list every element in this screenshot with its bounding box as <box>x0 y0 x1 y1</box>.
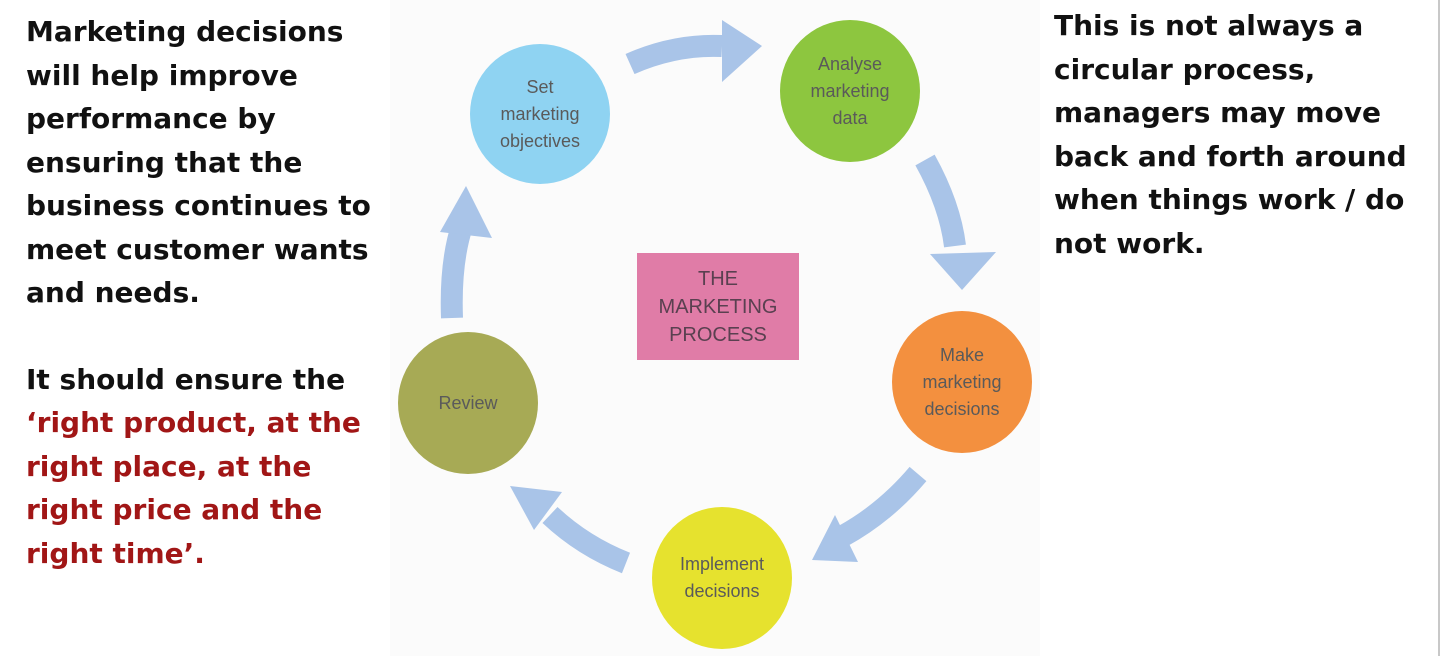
left-text-panel: Marketing decisions will help improve pe… <box>26 10 396 575</box>
node-implement-decisions: Implement decisions <box>652 507 792 649</box>
node-review: Review <box>398 332 538 474</box>
node-analyse-data-label: Analyse marketing data <box>810 53 890 128</box>
node-analyse-data: Analyse marketing data <box>780 20 920 162</box>
node-make-decisions-label: Make marketing decisions <box>922 344 1002 419</box>
arrowhead-3 <box>812 515 858 562</box>
arrow-review-to-objectives <box>440 222 473 319</box>
center-marketing-process-label: THE MARKETING PROCESS <box>658 267 778 346</box>
circular-note-paragraph: This is not always a circular process, m… <box>1054 9 1407 260</box>
node-make-decisions: Make marketing decisions <box>892 311 1032 453</box>
arrowhead-1 <box>722 20 762 82</box>
arrow-decisions-to-implement <box>837 466 927 546</box>
arrowhead-2 <box>930 252 996 290</box>
arrow-analyse-to-decisions <box>915 154 966 248</box>
arrow-implement-to-review <box>542 506 631 574</box>
node-implement-decisions-label: Implement decisions <box>679 554 765 601</box>
node-set-objectives: Set marketing objectives <box>470 44 610 184</box>
ensure-prefix: It should ensure the <box>26 362 346 396</box>
node-review-label: Review <box>438 392 498 413</box>
arrowhead-5 <box>440 186 492 238</box>
arrow-objectives-to-analyse <box>625 34 723 75</box>
center-marketing-process-box: THE MARKETING PROCESS <box>637 253 799 360</box>
right-text-panel: This is not always a circular process, m… <box>1054 4 1434 265</box>
arrowhead-4 <box>510 486 562 530</box>
slide-border <box>1438 0 1440 656</box>
intro-paragraph: Marketing decisions will help improve pe… <box>26 15 371 309</box>
node-set-objectives-label: Set marketing objectives <box>499 76 581 151</box>
right-product-quote: ‘right product, at the right place, at t… <box>26 406 361 570</box>
ensure-paragraph: It should ensure the ‘right product, at … <box>26 358 396 576</box>
